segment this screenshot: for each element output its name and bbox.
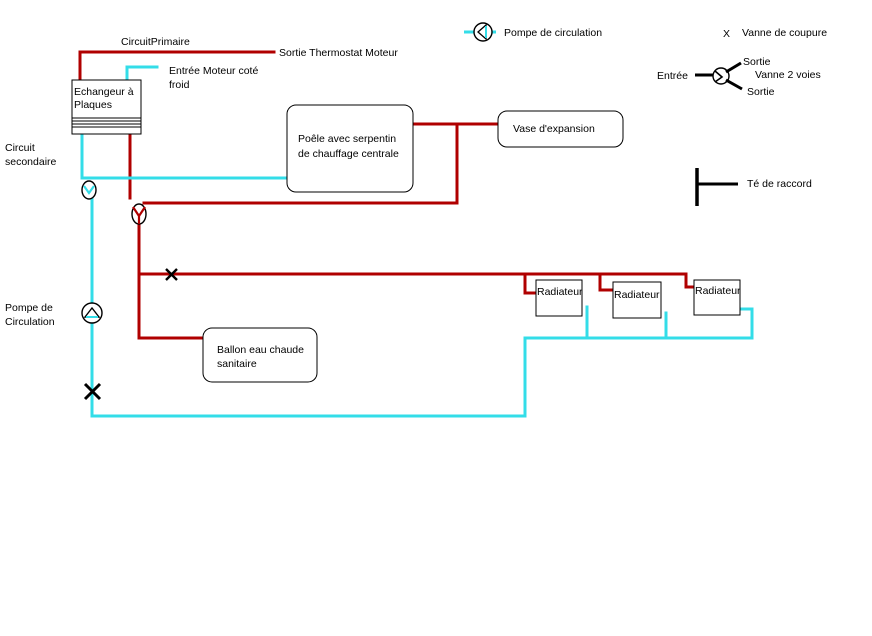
red-pipes xyxy=(78,50,698,340)
pipe-radiator-2-feed xyxy=(598,272,616,292)
pipe-radiator-1-feed xyxy=(523,272,540,295)
plate-exchanger: Echangeur à Plaques xyxy=(71,79,142,135)
primary-valve-icon xyxy=(131,203,147,225)
legend-pump-icon xyxy=(464,22,496,42)
pump-label-1: Pompe de xyxy=(5,302,53,314)
circulation-pump-icon xyxy=(81,302,103,324)
primary-circuit-label: CircuitPrimaire xyxy=(121,36,190,48)
legend: Pompe de circulation X Vanne de coupure … xyxy=(464,22,827,206)
radiator-box xyxy=(693,279,741,316)
pipe-primary-circuit xyxy=(78,50,276,82)
secondary-circuit-label-2: secondaire xyxy=(5,156,57,168)
cyan-pipes xyxy=(80,65,754,418)
legend-tee-label: Té de raccord xyxy=(747,178,812,190)
boiler-label-2: sanitaire xyxy=(217,358,257,370)
legend-2way-valve-icon xyxy=(695,61,743,91)
return-shutoff-valve-icon xyxy=(83,382,102,401)
stove-label-1: Poêle avec serpentin xyxy=(298,133,396,145)
legend-valve-inlet-label: Entrée xyxy=(657,70,688,82)
stove-box xyxy=(286,104,414,193)
legend-tee-icon xyxy=(695,168,738,206)
stove: Poêle avec serpentin de chauffage centra… xyxy=(286,104,414,193)
exchanger-label-1: Echangeur à xyxy=(74,86,134,98)
expansion-tank-box xyxy=(497,110,624,148)
secondary-circuit-label-1: Circuit xyxy=(5,142,35,154)
radiator-box xyxy=(612,281,662,319)
stove-label-2: de chauffage centrale xyxy=(298,148,399,160)
radiator-1: Radiateur xyxy=(535,279,583,317)
pipe-radiator-3-feed xyxy=(684,272,698,289)
boiler-box xyxy=(202,327,318,383)
pipe-return-loop xyxy=(90,307,754,418)
pipe-stove-loop xyxy=(142,122,459,205)
legend-valve-outlet-bottom-label: Sortie xyxy=(747,86,775,98)
boiler-label-1: Ballon eau chaude xyxy=(217,344,304,356)
engine-inlet-label-2: froid xyxy=(169,79,190,91)
radiator-2: Radiateur xyxy=(612,281,662,319)
pipe-secondary-top xyxy=(80,124,289,180)
radiator-box xyxy=(535,279,583,317)
engine-inlet-label-1: Entrée Moteur coté xyxy=(169,65,258,77)
legend-valve-2way-label: Vanne 2 voies xyxy=(755,69,821,81)
legend-shutoff-icon: X xyxy=(723,28,730,40)
expansion-tank-label: Vase d'expansion xyxy=(513,123,595,135)
thermostat-outlet-label: Sortie Thermostat Moteur xyxy=(279,47,398,59)
pump-label-2: Circulation xyxy=(5,316,55,328)
legend-shutoff-label: Vanne de coupure xyxy=(742,27,827,39)
legend-valve-outlet-top-label: Sortie xyxy=(743,56,771,68)
hot-water-tank: Ballon eau chaude sanitaire xyxy=(202,327,318,383)
pipe-engine-inlet xyxy=(125,65,159,82)
radiator-3: Radiateur xyxy=(693,279,741,316)
radiator-label: Radiateur xyxy=(614,289,660,301)
exchanger-label-2: Plaques xyxy=(74,99,112,111)
radiator-label: Radiateur xyxy=(537,286,583,298)
pipe-boiler-feed xyxy=(137,222,205,340)
secondary-valve-icon xyxy=(81,180,97,200)
radiator-shutoff-valve-icon xyxy=(165,268,178,281)
exchanger-box xyxy=(71,79,142,135)
radiator-label: Radiateur xyxy=(695,285,741,297)
legend-pump-label: Pompe de circulation xyxy=(504,27,602,39)
expansion-tank: Vase d'expansion xyxy=(497,110,624,148)
